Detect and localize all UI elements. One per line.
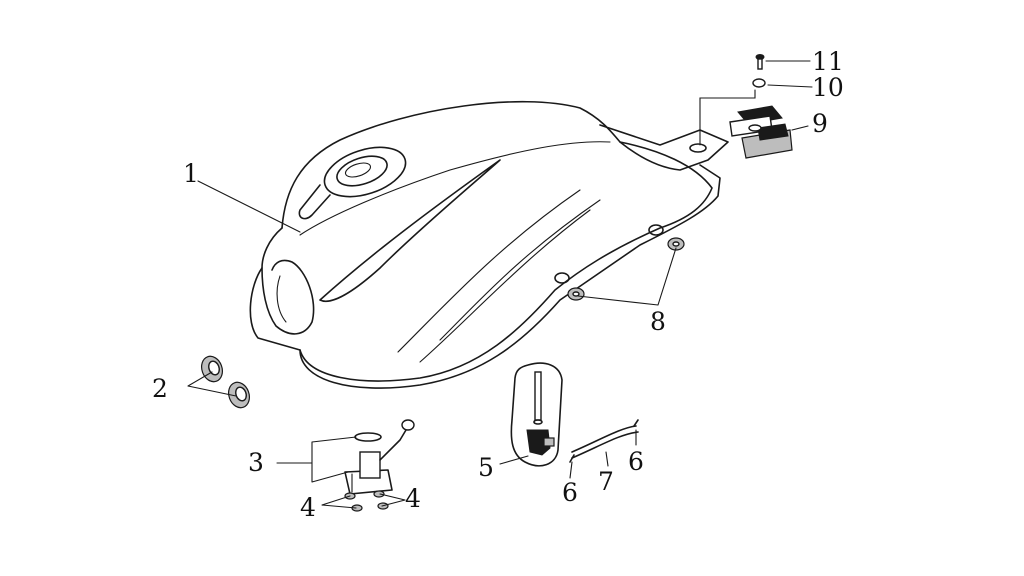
tank-rear-mount — [599, 124, 729, 171]
fuel-cock-valve — [526, 429, 551, 456]
callout-4-left: 4 — [300, 493, 316, 522]
hose-clamps — [569, 419, 639, 463]
callout-7: 7 — [598, 467, 614, 496]
callout-10: 10 — [812, 73, 844, 102]
fuel-cock-outline — [510, 362, 563, 467]
callout-9: 9 — [812, 109, 828, 138]
rear-mount-hole — [689, 143, 707, 153]
rear-bracket-assembly — [729, 105, 793, 159]
tank-outline — [281, 100, 713, 382]
fuel-hose — [571, 425, 639, 459]
tank-cushions — [567, 237, 685, 301]
sender-gasket — [354, 432, 382, 442]
grommet-top — [201, 355, 223, 383]
callout-3: 3 — [248, 448, 264, 477]
fuel-cap — [298, 146, 407, 220]
callout-1: 1 — [183, 159, 199, 188]
bolt — [755, 54, 765, 70]
callout-11: 11 — [812, 47, 844, 76]
tank-front-loop — [261, 227, 315, 335]
leader-lines — [187, 60, 813, 509]
callout-8: 8 — [650, 307, 666, 336]
tank-side-swoop — [319, 159, 501, 302]
fuel-level-sender — [344, 419, 415, 495]
tank-upper-contour — [299, 141, 611, 236]
sender-float — [401, 419, 415, 431]
rim-hole-right — [648, 224, 664, 236]
callout-4-right: 4 — [405, 484, 421, 513]
grommet-bottom — [228, 381, 250, 409]
fuel-tank — [249, 100, 729, 389]
washer — [752, 78, 766, 88]
callouts: 1 2 3 4 4 5 6 6 7 8 9 10 11 — [152, 47, 844, 522]
callout-5: 5 — [478, 453, 494, 482]
sender-body — [359, 451, 381, 479]
fuel-cock-strainer-tube — [534, 371, 542, 421]
rubber-grommets — [201, 355, 250, 409]
callout-6-right: 6 — [628, 447, 644, 476]
tank-bottom-rim — [249, 164, 721, 389]
callout-2: 2 — [152, 374, 168, 403]
rim-hole-left — [554, 272, 570, 284]
callout-6-left: 6 — [562, 478, 578, 507]
fuel-cock — [510, 362, 563, 467]
